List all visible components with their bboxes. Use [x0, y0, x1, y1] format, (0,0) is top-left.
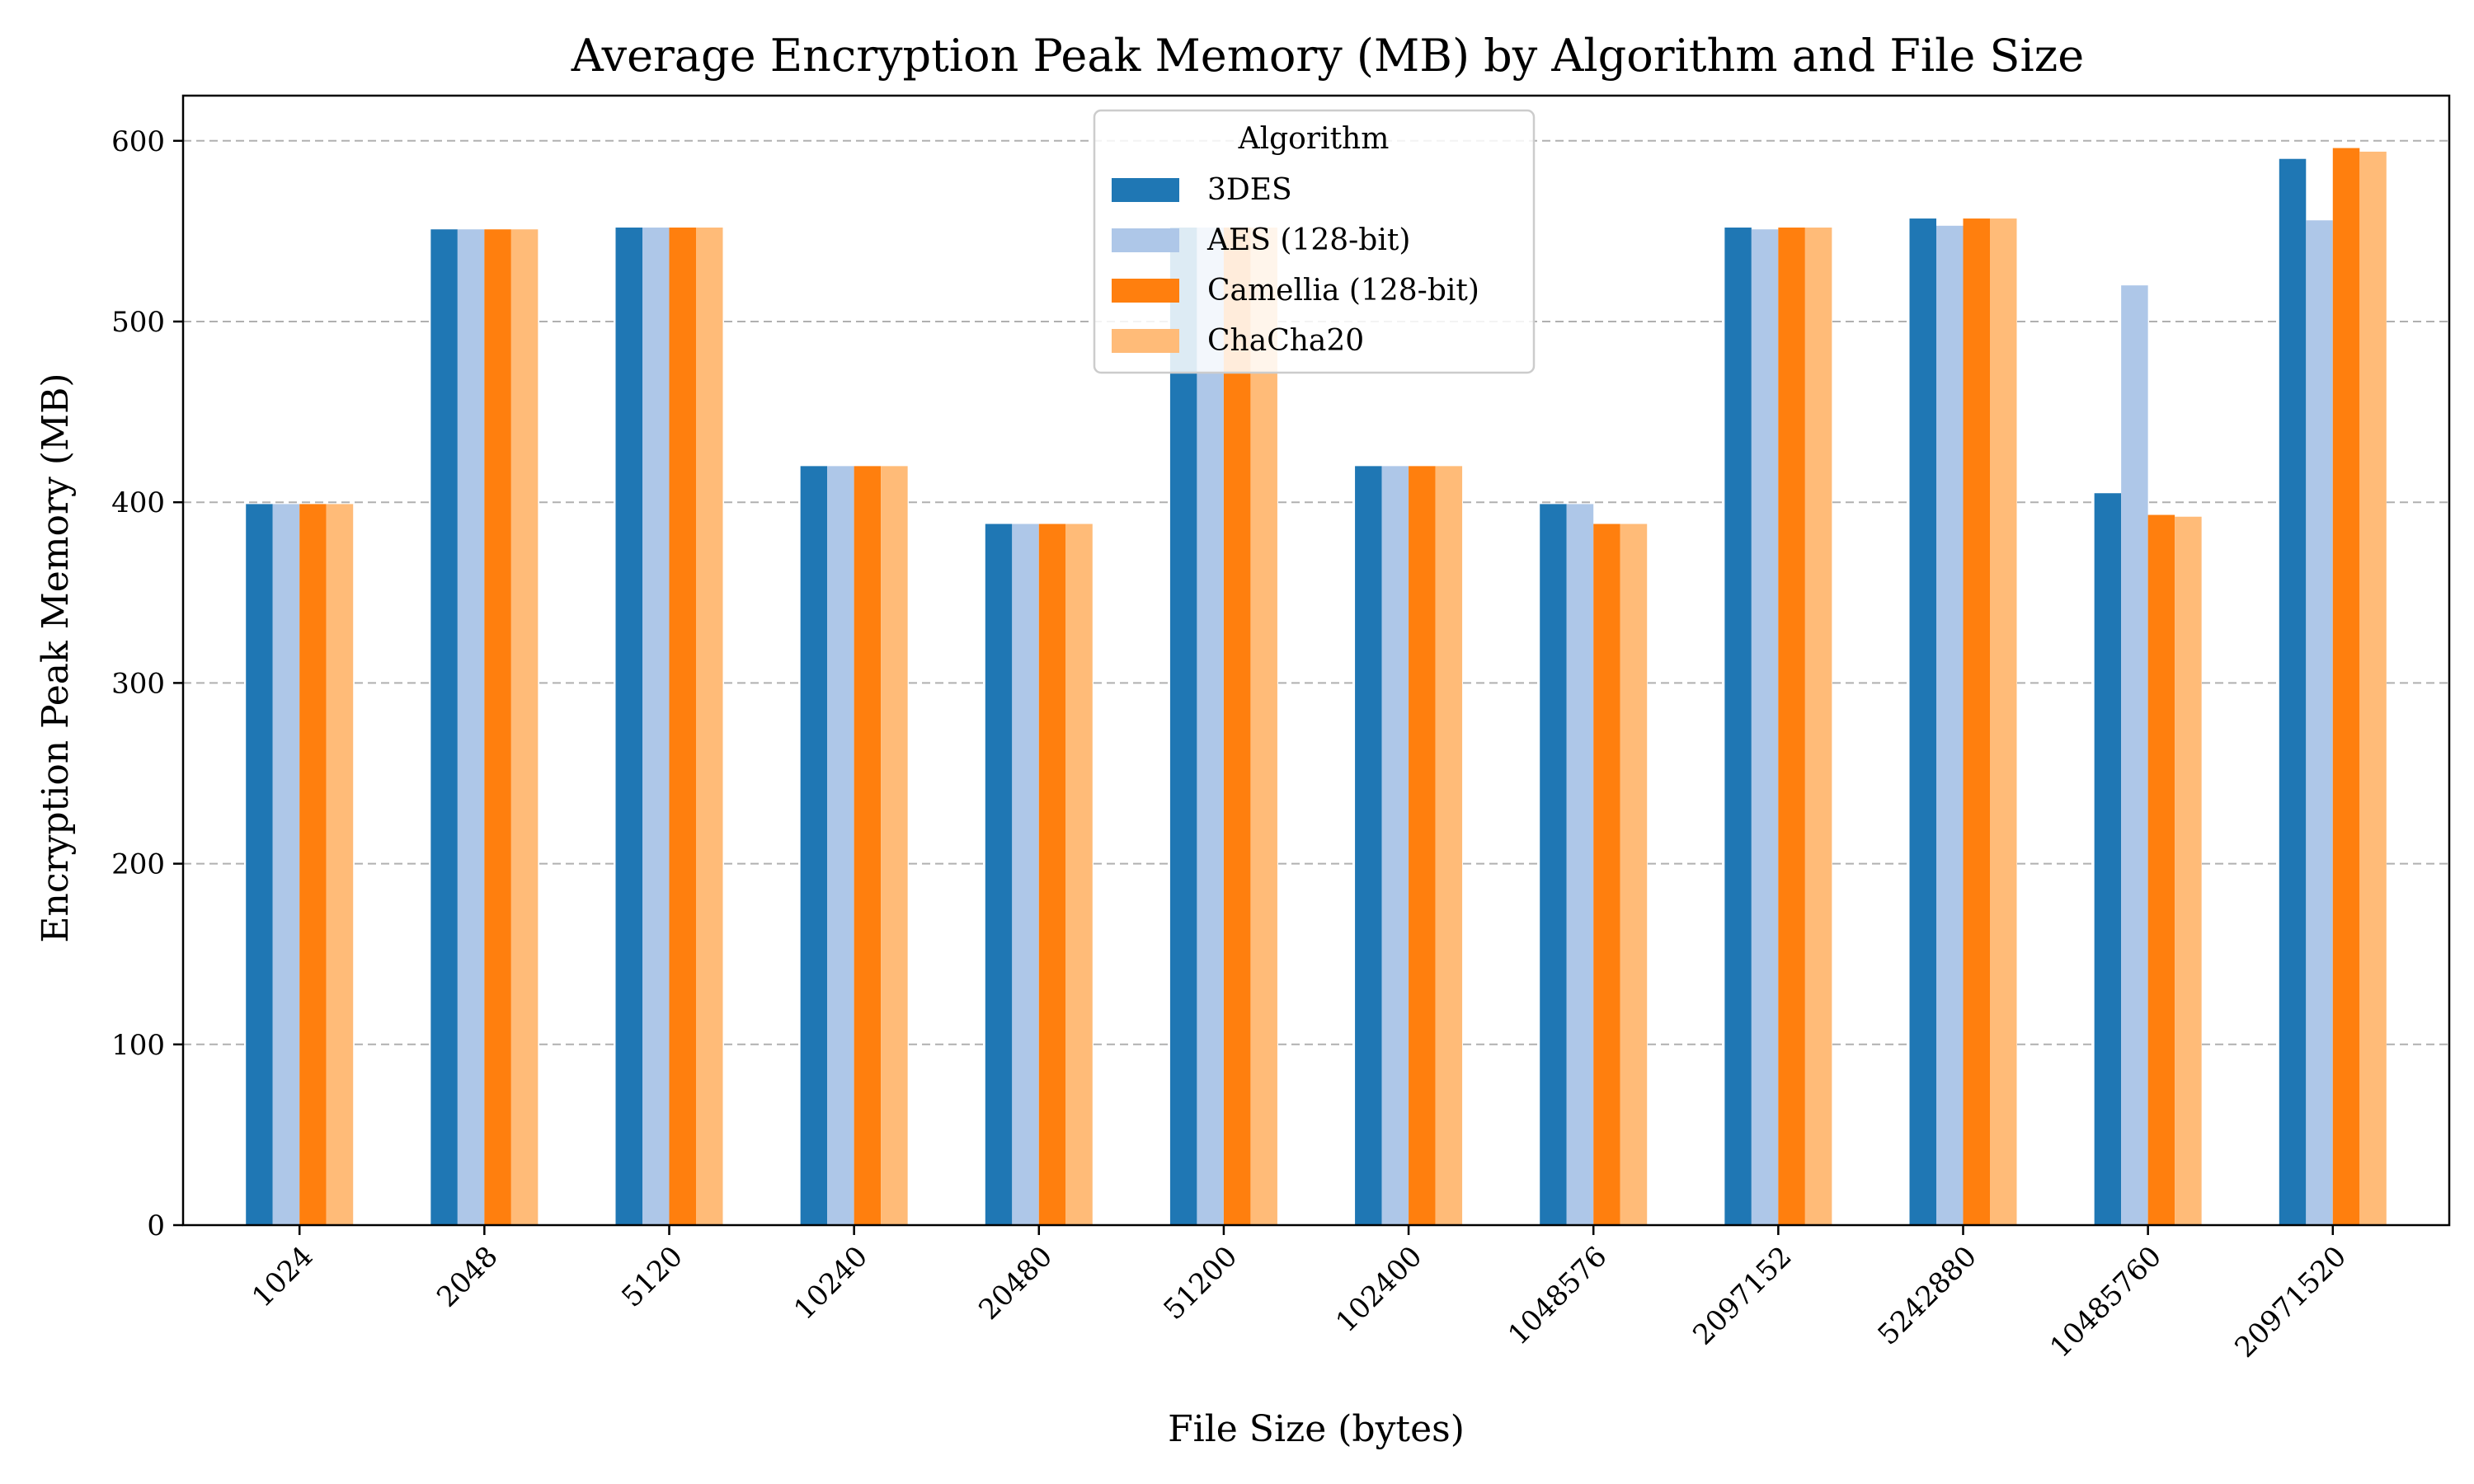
legend-swatch [1112, 279, 1179, 303]
bar [1197, 228, 1224, 1225]
bar [1936, 225, 1964, 1226]
legend-label: Camellia (128-bit) [1207, 274, 1479, 308]
x-tick-label: 20971520 [2228, 1240, 2353, 1364]
bar [1065, 524, 1093, 1225]
legend-title: Algorithm [1238, 122, 1390, 156]
bar [299, 504, 327, 1225]
legend-frame [1093, 109, 1536, 374]
bar [2147, 514, 2175, 1225]
bar [272, 504, 300, 1225]
x-tick-label: 2048 [430, 1240, 504, 1313]
bar [510, 229, 539, 1225]
x-tick-label: 5120 [615, 1240, 689, 1313]
y-tick-label: 500 [111, 306, 165, 339]
y-tick-label: 400 [111, 486, 165, 519]
bars [246, 148, 2387, 1226]
y-tick-label: 100 [111, 1029, 165, 1062]
bar [2279, 158, 2307, 1226]
bar [1250, 228, 1277, 1225]
legend-swatch [1112, 178, 1179, 202]
grid-lines [183, 139, 2449, 1045]
x-tick-label: 5242880 [1871, 1240, 1982, 1351]
bar [800, 466, 828, 1225]
bar [1012, 524, 1039, 1225]
bar [1751, 229, 1779, 1225]
bar [1566, 504, 1594, 1225]
legend-swatch [1112, 329, 1179, 353]
bar [615, 228, 642, 1225]
bar [1620, 524, 1648, 1225]
y-axis-ticks: 0 100 200 300 400 500 600 [111, 125, 183, 1242]
x-axis-ticks: 1024 2048 5120 10240 20480 51200 102400 1048576… [246, 1225, 2353, 1364]
bar [1909, 218, 1937, 1225]
bar [430, 229, 458, 1225]
bar [484, 229, 511, 1225]
bar [457, 229, 485, 1225]
plot-frame [181, 94, 2451, 1227]
x-tick-label: 102400 [1329, 1240, 1428, 1339]
bar [2332, 148, 2360, 1225]
bar [326, 504, 354, 1225]
bar [1804, 228, 1832, 1225]
bar [1778, 228, 1805, 1225]
bar [1038, 524, 1066, 1225]
x-tick-label: 1048576 [1502, 1240, 1613, 1351]
y-tick-label: 600 [111, 125, 165, 158]
legend: Algorithm 3DES AES (128-bit) Camellia (128… [1093, 109, 1536, 374]
y-axis-label: Encryption Peak Memory (MB) [35, 373, 77, 942]
x-tick-label: 10485760 [2044, 1240, 2168, 1364]
bar [1435, 466, 1463, 1225]
y-tick-label: 200 [111, 848, 165, 881]
bar [1540, 504, 1567, 1225]
bar [1355, 466, 1382, 1225]
bar [642, 228, 670, 1225]
bar [1381, 466, 1409, 1225]
chart-title: Average Encryption Peak Memory (MB) by A… [571, 30, 2084, 82]
bar [854, 466, 882, 1225]
bar [1724, 228, 1752, 1225]
bar [1409, 466, 1436, 1225]
bar [2175, 516, 2202, 1225]
legend-label: 3DES [1207, 173, 1292, 207]
bar [1990, 218, 2017, 1225]
bar [2359, 151, 2387, 1225]
bar [827, 466, 854, 1225]
y-tick-label: 0 [147, 1209, 165, 1242]
legend-label: ChaCha20 [1207, 324, 1364, 358]
bar [881, 466, 908, 1225]
legend-label: AES (128-bit) [1206, 223, 1410, 257]
bar [985, 524, 1013, 1225]
bar [2094, 493, 2122, 1225]
x-tick-label: 1024 [246, 1240, 319, 1313]
bar [1593, 524, 1620, 1225]
bar [1963, 218, 1991, 1225]
x-tick-label: 20480 [972, 1240, 1059, 1327]
bar [695, 228, 723, 1225]
bar [1223, 228, 1251, 1225]
legend-swatch [1112, 228, 1179, 252]
x-axis-label: File Size (bytes) [1168, 1408, 1465, 1450]
y-tick-label: 300 [111, 667, 165, 700]
x-tick-label: 51200 [1158, 1240, 1244, 1327]
bar [669, 228, 696, 1225]
bar [1169, 228, 1197, 1225]
x-tick-label: 2097152 [1686, 1240, 1798, 1351]
bar [2306, 220, 2333, 1225]
bar [2121, 285, 2148, 1225]
x-tick-label: 10240 [788, 1240, 874, 1327]
bar [246, 504, 273, 1225]
